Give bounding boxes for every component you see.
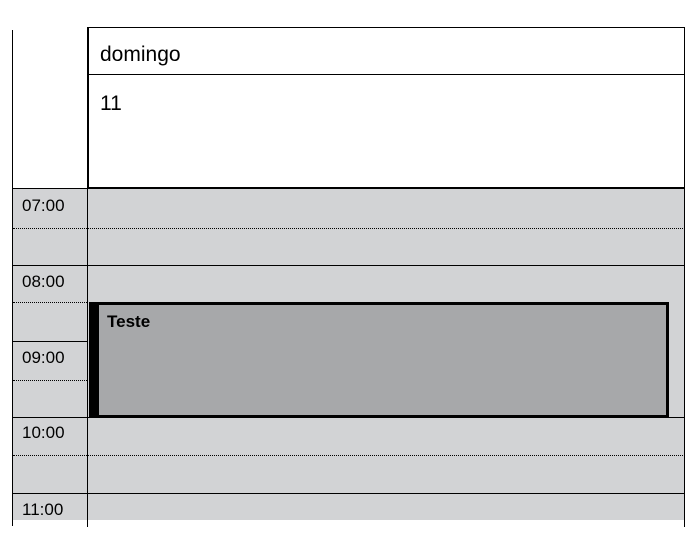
day-name[interactable]: domingo <box>100 43 181 66</box>
time-label-1000: 10:00 <box>22 423 65 442</box>
header-divider <box>88 74 685 75</box>
half-hour-line-0830 <box>13 302 87 303</box>
hour-line-1100 <box>13 493 685 494</box>
time-label-1100: 11:00 <box>22 500 64 519</box>
time-column-divider <box>87 27 88 527</box>
half-hour-line-1030 <box>13 455 685 456</box>
day-header <box>88 27 685 188</box>
half-hour-line-0730 <box>13 228 685 229</box>
time-label-0800: 08:00 <box>22 272 65 291</box>
right-border <box>684 27 685 527</box>
day-number[interactable]: 11 <box>100 92 122 115</box>
time-label-0700: 07:00 <box>22 196 65 215</box>
event-status-bar <box>89 302 99 418</box>
event-title: Teste <box>107 312 151 331</box>
left-border <box>12 30 13 526</box>
hour-line-0800 <box>13 265 685 266</box>
hour-line-0700 <box>13 188 685 189</box>
event-block[interactable] <box>89 302 669 418</box>
half-hour-line-0930 <box>13 380 87 381</box>
hour-line-0900 <box>13 341 87 342</box>
time-label-0900: 09:00 <box>22 348 65 367</box>
